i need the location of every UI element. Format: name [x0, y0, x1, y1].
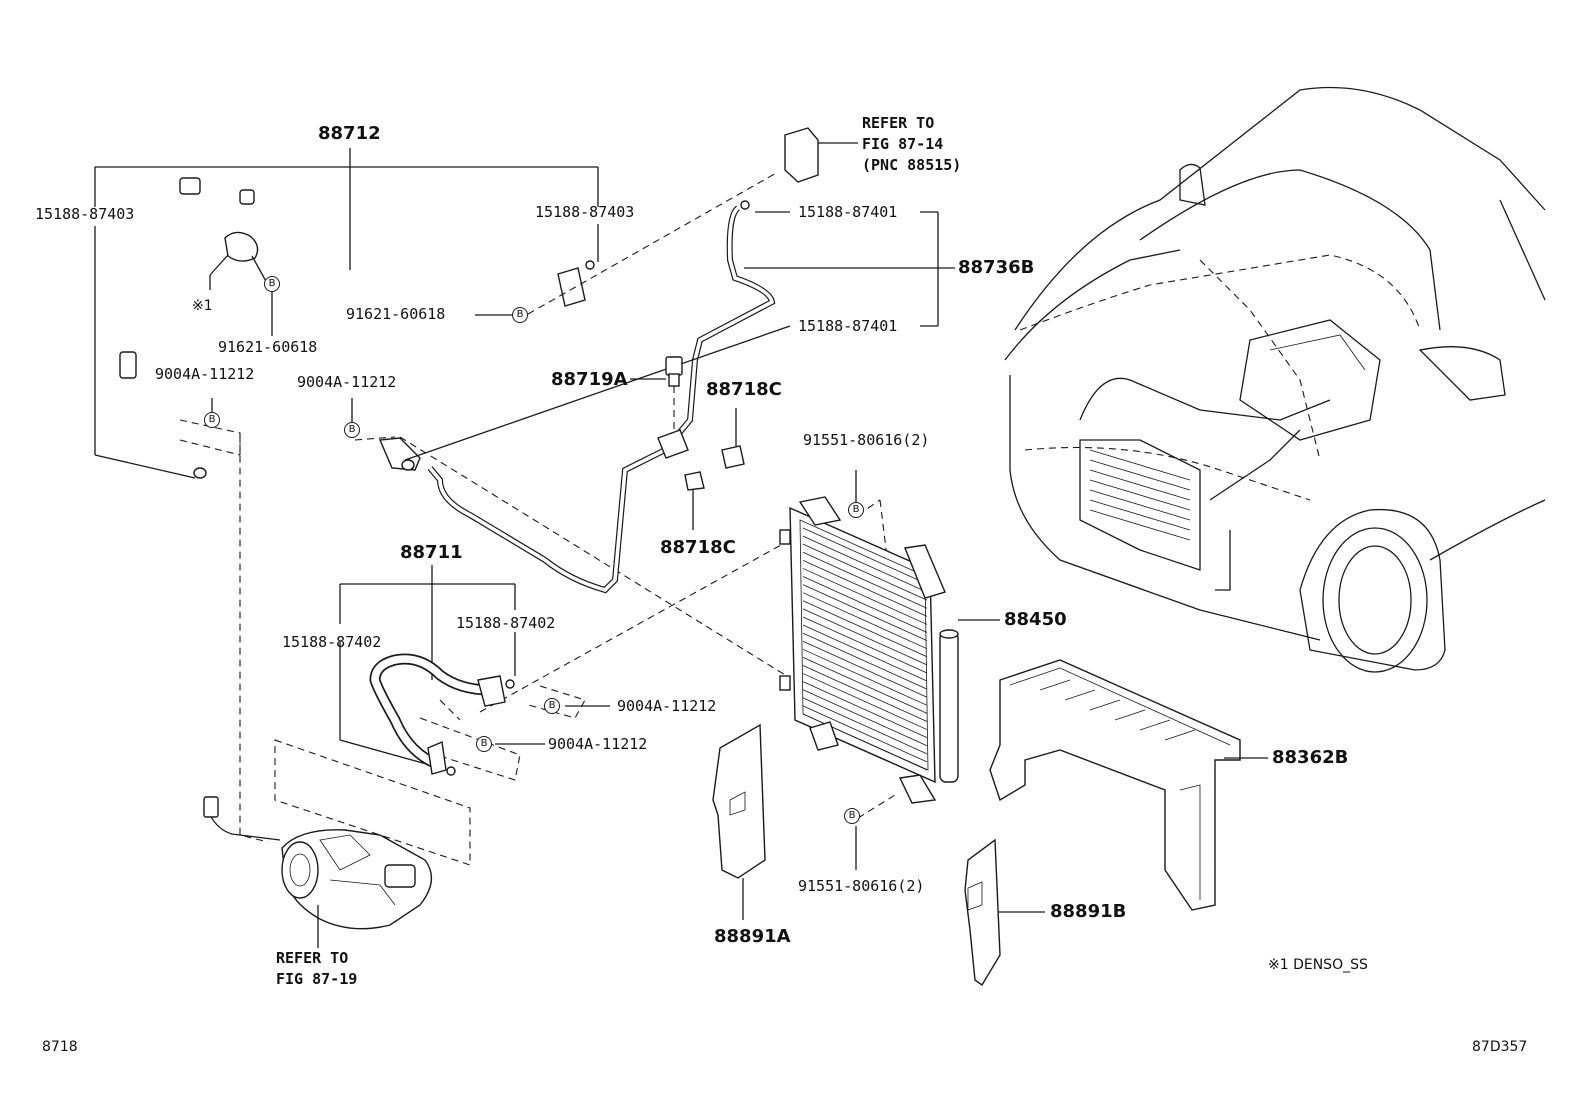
- label-note-x1: ※1: [192, 298, 213, 314]
- condenser-fin: [802, 673, 928, 730]
- condenser-fin: [802, 689, 928, 747]
- label-91551-80616-top: 91551-80616(2): [803, 431, 930, 449]
- compressor: [203, 796, 433, 948]
- condenser-fin: [802, 657, 928, 714]
- condenser-fin: [802, 632, 928, 690]
- label-9004a-11212-a: 9004A-11212: [155, 365, 255, 383]
- label-15188-87402-right: 15188-87402: [456, 614, 556, 632]
- label-88891a: 88891A: [714, 926, 791, 947]
- callout-b-9004a-b: B: [344, 422, 360, 438]
- condenser-fin: [802, 608, 928, 666]
- condenser-fin: [802, 665, 928, 722]
- label-88712: 88712: [318, 123, 381, 144]
- label-15188-87403-right: 15188-87403: [535, 203, 635, 221]
- label-88719a: 88719A: [551, 369, 628, 390]
- callout-b-91621-lower: B: [264, 276, 280, 292]
- condenser-fin: [802, 551, 928, 609]
- condenser-fin: [802, 648, 928, 706]
- label-15188-87401-bottom: 15188-87401: [798, 317, 898, 335]
- label-88718c-top: 88718C: [706, 379, 782, 400]
- label-91621-60618-lower: 91621-60618: [218, 338, 318, 356]
- condenser-fin: [802, 697, 928, 755]
- callout-b-91551-top: B: [848, 502, 864, 518]
- clamps-88718C: [684, 408, 745, 530]
- seal-88891B: [964, 838, 1045, 987]
- callout-b-9004a-a: B: [204, 412, 220, 428]
- expansion-valve: [784, 127, 858, 183]
- duct-88362B: [989, 659, 1268, 911]
- condenser-fin: [802, 559, 928, 617]
- callout-b-91551-bottom: B: [844, 808, 860, 824]
- condenser-fin: [802, 568, 928, 625]
- condenser-fin: [802, 681, 928, 739]
- pressure-switch-88719A: [630, 356, 683, 430]
- condenser-fin: [802, 600, 928, 658]
- condenser-88450: [779, 496, 1000, 804]
- label-15188-87403-left: 15188-87403: [35, 205, 135, 223]
- reference-fig-87-19: REFER TO FIG 87-19: [276, 949, 358, 988]
- label-15188-87401-top: 15188-87401: [798, 203, 898, 221]
- seal-88891A: [712, 723, 766, 920]
- condenser-fin: [802, 616, 928, 674]
- bracket-88712: [94, 148, 599, 479]
- label-91621-60618-mid: 91621-60618: [346, 305, 446, 323]
- callout-b-91621-mid: B: [512, 307, 528, 323]
- reference-fig-87-14: REFER TO FIG 87-14 (PNC 88515): [862, 114, 962, 174]
- label-88718c-bottom: 88718C: [660, 537, 736, 558]
- footnote-denso: ※1 DENSO_SS: [1268, 957, 1368, 973]
- callout-b-9004a-d: B: [476, 736, 492, 752]
- page-code-right: 87D357: [1472, 1039, 1528, 1055]
- label-88736b: 88736B: [958, 257, 1035, 278]
- label-88450: 88450: [1004, 609, 1067, 630]
- condenser-fin: [802, 624, 928, 682]
- label-88891b: 88891B: [1050, 901, 1127, 922]
- condenser-fin: [802, 535, 928, 593]
- label-88362b: 88362B: [1272, 747, 1349, 768]
- hose-88712: [119, 177, 595, 479]
- condenser-fin: [802, 640, 928, 698]
- callout-b-9004a-c: B: [544, 698, 560, 714]
- condenser-fin: [802, 705, 928, 763]
- condenser-fin: [802, 527, 928, 585]
- vehicle-overview: [1004, 86, 1546, 673]
- condenser-fin: [802, 592, 928, 650]
- pipe-88736B: [378, 200, 955, 594]
- hose-88711: [339, 565, 610, 776]
- label-88711: 88711: [400, 542, 463, 563]
- dashed-guides: [179, 171, 896, 866]
- label-9004a-11212-d: 9004A-11212: [548, 735, 648, 753]
- label-9004a-11212-b: 9004A-11212: [297, 373, 397, 391]
- condenser-fin: [802, 576, 928, 633]
- condenser-fin: [802, 584, 928, 641]
- label-15188-87402-left: 15188-87402: [282, 633, 382, 651]
- page-code-left: 8718: [42, 1039, 78, 1055]
- label-91551-80616-bottom: 91551-80616(2): [798, 877, 925, 895]
- label-9004a-11212-c: 9004A-11212: [617, 697, 717, 715]
- condenser-fin: [802, 543, 928, 601]
